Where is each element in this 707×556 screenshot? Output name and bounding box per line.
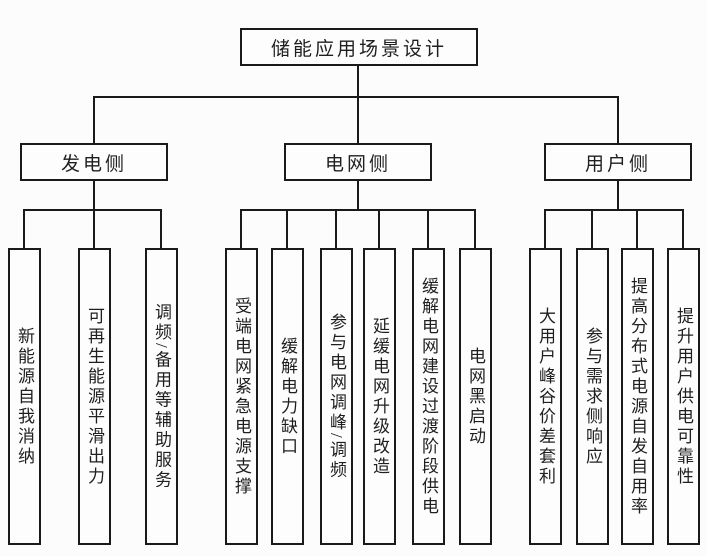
branch-node-user: 用户侧 <box>544 143 692 181</box>
leaf-label: 大用户峰谷价差套利 <box>536 306 555 487</box>
branch-label: 电网侧 <box>324 153 391 175</box>
leaf-label: 延缓电网升级改造 <box>370 316 389 477</box>
leaf-label: 可再生能源平滑出力 <box>85 306 104 487</box>
branch-node-generation: 发电侧 <box>20 143 168 181</box>
branch-node-grid: 电网侧 <box>284 143 432 181</box>
leaf-node: 缓解电网建设过渡阶段供电 <box>412 248 445 545</box>
leaf-node: 新能源自我消纳 <box>8 248 41 545</box>
leaf-node: 受端电网紧急电源支撑 <box>225 248 258 545</box>
root-label: 储能应用场景设计 <box>270 38 447 60</box>
leaf-node: 电网黑启动 <box>459 248 492 545</box>
leaf-node: 提高分布式电源自发自用率 <box>621 248 654 545</box>
leaf-label: 受端电网紧急电源支撑 <box>232 296 251 497</box>
leaf-node: 参与需求侧响应 <box>576 248 609 545</box>
leaf-node: 延缓电网升级改造 <box>363 248 396 545</box>
root-node: 储能应用场景设计 <box>240 28 478 66</box>
branch-label: 发电侧 <box>60 153 127 175</box>
leaf-node: 可再生能源平滑出力 <box>78 248 111 545</box>
leaf-label: 缓解电力缺口 <box>278 336 297 457</box>
leaf-label: 提高分布式电源自发自用率 <box>628 276 647 517</box>
leaf-label: 新能源自我消纳 <box>15 326 34 467</box>
leaf-label: 提升用户供电可靠性 <box>674 306 693 487</box>
branch-label: 用户侧 <box>584 153 651 175</box>
leaf-node: 大用户峰谷价差套利 <box>529 248 562 545</box>
leaf-label: 电网黑启动 <box>466 346 485 447</box>
leaf-label: 参与需求侧响应 <box>583 326 602 467</box>
leaf-node: 提升用户供电可靠性 <box>667 248 700 545</box>
leaf-label: 参与电网调峰/调频 <box>327 312 346 481</box>
leaf-node: 参与电网调峰/调频 <box>320 248 353 545</box>
leaf-node: 缓解电力缺口 <box>271 248 304 545</box>
leaf-label: 调频/备用等辅助服务 <box>152 302 171 491</box>
leaf-label: 缓解电网建设过渡阶段供电 <box>419 276 438 517</box>
leaf-node: 调频/备用等辅助服务 <box>145 248 178 545</box>
